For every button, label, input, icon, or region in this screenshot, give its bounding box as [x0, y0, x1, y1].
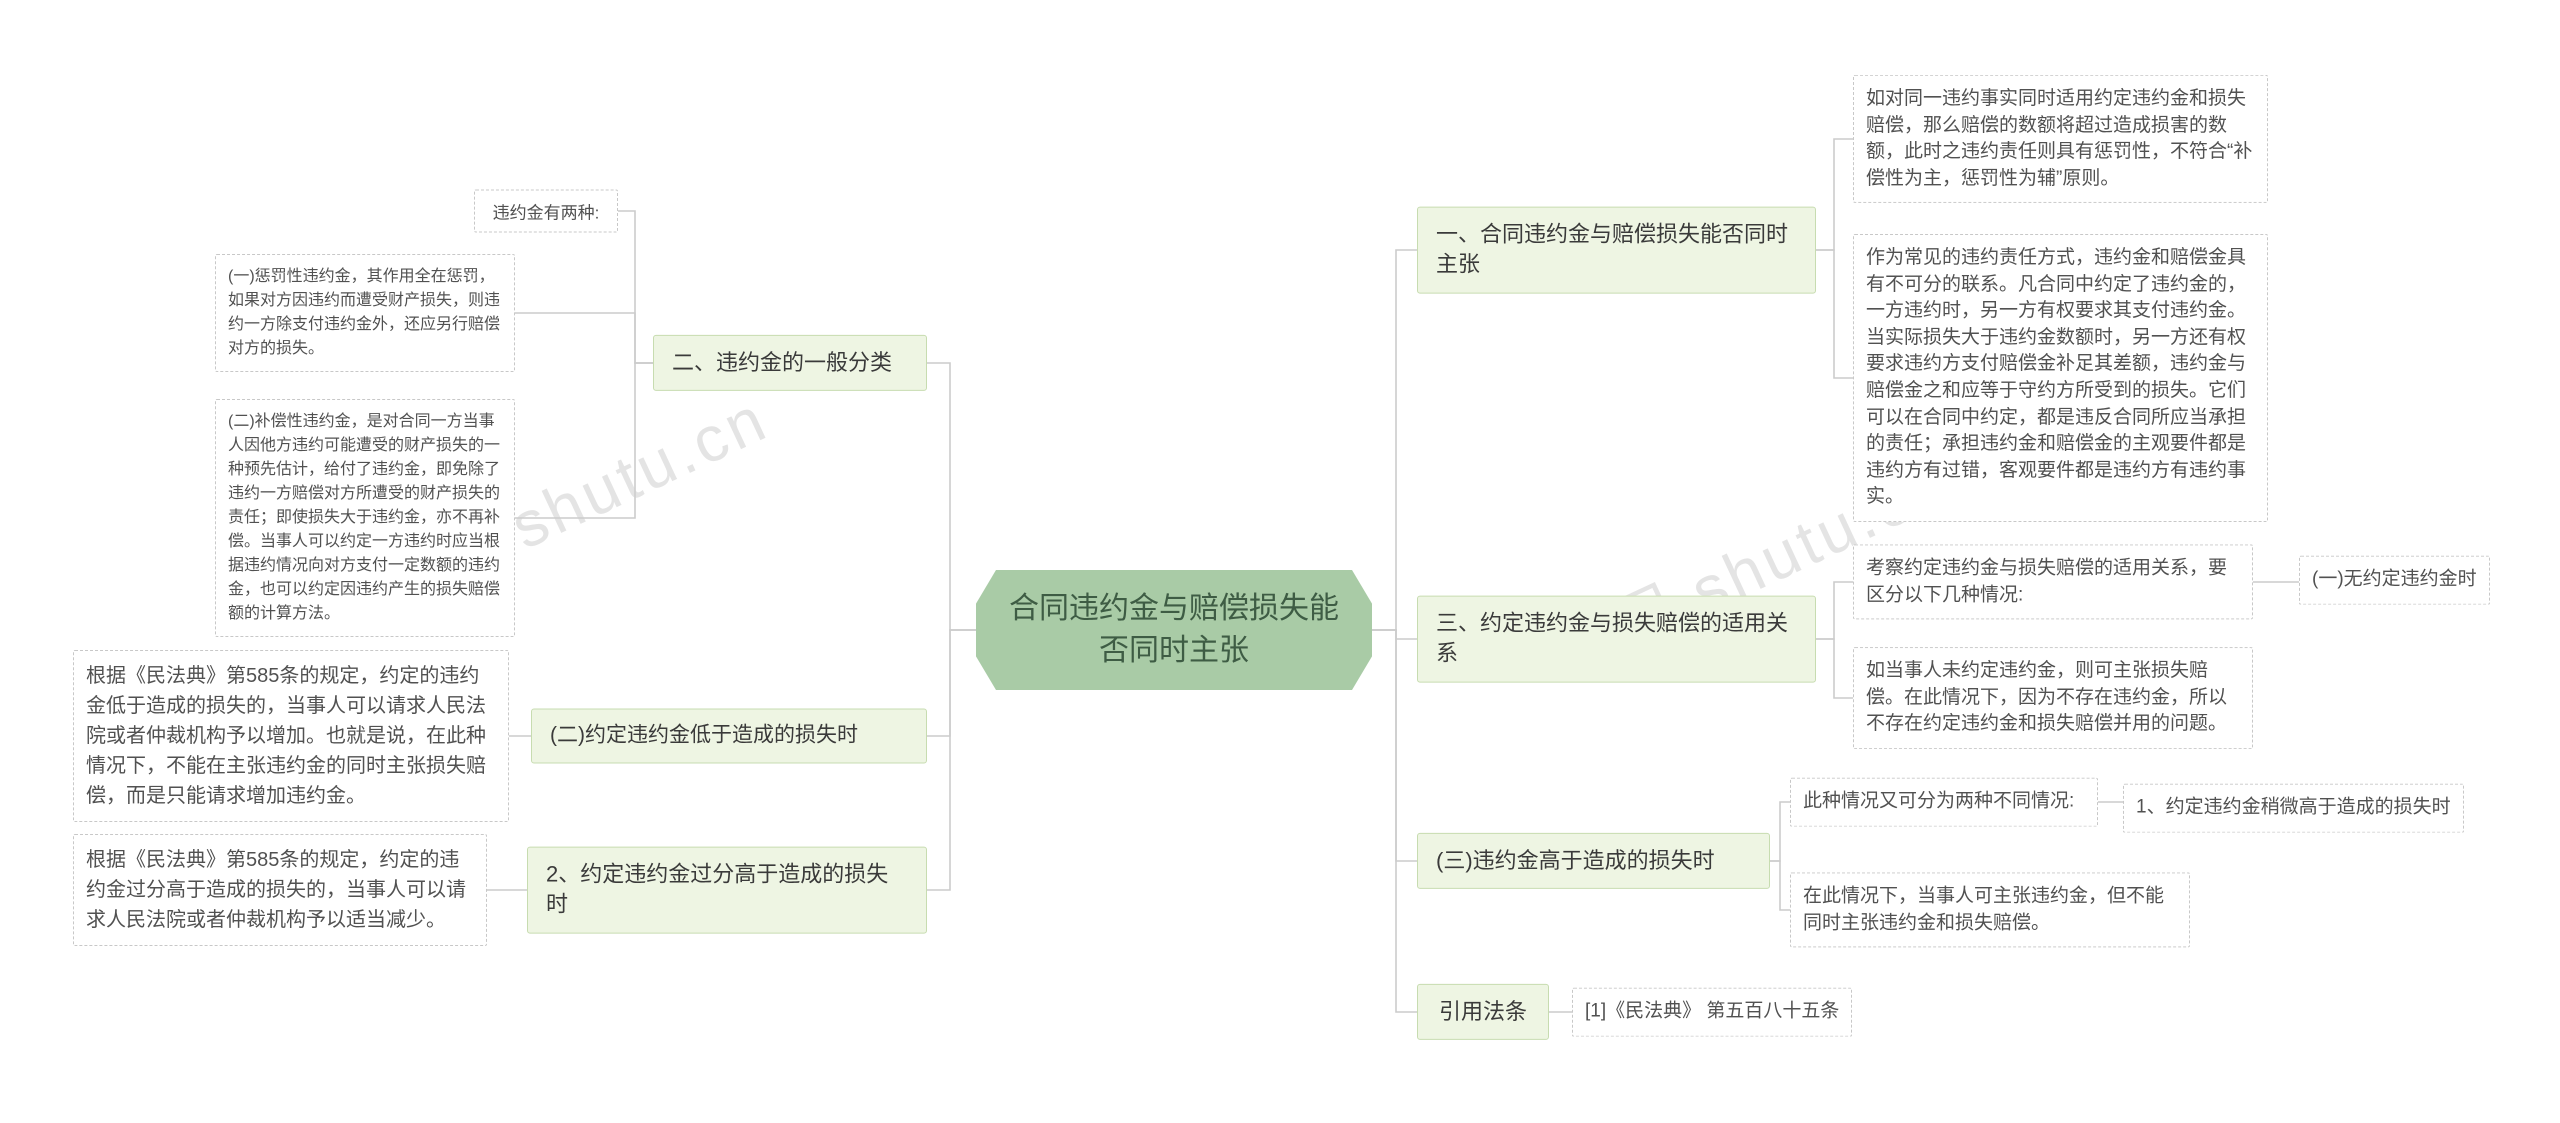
leaf-no-agreed-damages[interactable]: (一)无约定违约金时: [2299, 555, 2490, 605]
connector: [1371, 249, 1417, 631]
connector: [515, 312, 653, 364]
leaf-slightly-higher[interactable]: 1、约定违约金稍微高于造成的损失时: [2123, 783, 2464, 833]
leaf-punitive-principle[interactable]: 如对同一违约事实同时适用约定违约金和损失赔偿，那么赔偿的数额将超过造成损害的数额…: [1853, 74, 2268, 204]
connector: [1770, 860, 1790, 911]
leaf-citation-item[interactable]: [1]《民法典》 第五百八十五条: [1572, 987, 1853, 1037]
branch-citation[interactable]: 引用法条: [1417, 983, 1549, 1041]
leaf-lower-detail[interactable]: 根据《民法典》第585条的规定，约定的违约金低于造成的损失的，当事人可以请求人民…: [73, 650, 509, 822]
leaf-note-two-types[interactable]: 违约金有两种:: [474, 189, 618, 233]
connector: [1816, 138, 1853, 251]
branch-higher-than-loss[interactable]: (三)违约金高于造成的损失时: [1417, 832, 1770, 890]
connector: [1816, 249, 1853, 379]
leaf-inseparable-relation[interactable]: 作为常见的违约责任方式，违约金和赔偿金具有不可分的联系。凡合同中约定了违约金的，…: [1853, 234, 2268, 522]
connector: [1371, 629, 1417, 1013]
branch-classification[interactable]: 二、违约金的一般分类: [653, 334, 927, 392]
connector: [1371, 629, 1417, 862]
connector: [927, 629, 976, 891]
leaf-no-agreement-detail[interactable]: 如当事人未约定违约金，则可主张损失赔偿。在此情况下，因为不存在违约金，所以不存在…: [1853, 647, 2253, 749]
leaf-excessive-detail[interactable]: 根据《民法典》第585条的规定，约定的违约金过分高于造成的损失的，当事人可以请求…: [73, 834, 487, 946]
connector: [927, 362, 976, 631]
leaf-application-intro[interactable]: 考察约定违约金与损失赔偿的适用关系，要区分以下几种情况:: [1853, 544, 2253, 620]
branch-application-relation[interactable]: 三、约定违约金与损失赔偿的适用关系: [1417, 595, 1816, 683]
connector: [1770, 801, 1790, 862]
leaf-two-situations-intro[interactable]: 此种情况又可分为两种不同情况:: [1790, 777, 2098, 827]
connector: [1371, 629, 1417, 640]
leaf-higher-detail[interactable]: 在此情况下，当事人可主张违约金，但不能同时主张违约金和损失赔偿。: [1790, 872, 2190, 948]
connector: [1816, 581, 1853, 640]
root-node[interactable]: 合同违约金与赔偿损失能否同时主张: [976, 570, 1372, 690]
connector: [515, 362, 653, 519]
branch-lower-than-loss[interactable]: (二)约定违约金低于造成的损失时: [531, 708, 927, 764]
branch-simultaneous-claim[interactable]: 一、合同违约金与赔偿损失能否同时主张: [1417, 206, 1816, 294]
branch-excessively-higher[interactable]: 2、约定违约金过分高于造成的损失时: [527, 846, 927, 934]
connector: [1816, 638, 1853, 699]
leaf-punitive[interactable]: (一)惩罚性违约金，其作用全在惩罚，如果对方因违约而遭受财产损失，则违约一方除支…: [215, 254, 515, 372]
connector: [927, 629, 976, 737]
leaf-compensatory[interactable]: (二)补偿性违约金，是对合同一方当事人因他方违约可能遭受的财产损失的一种预先估计…: [215, 399, 515, 637]
